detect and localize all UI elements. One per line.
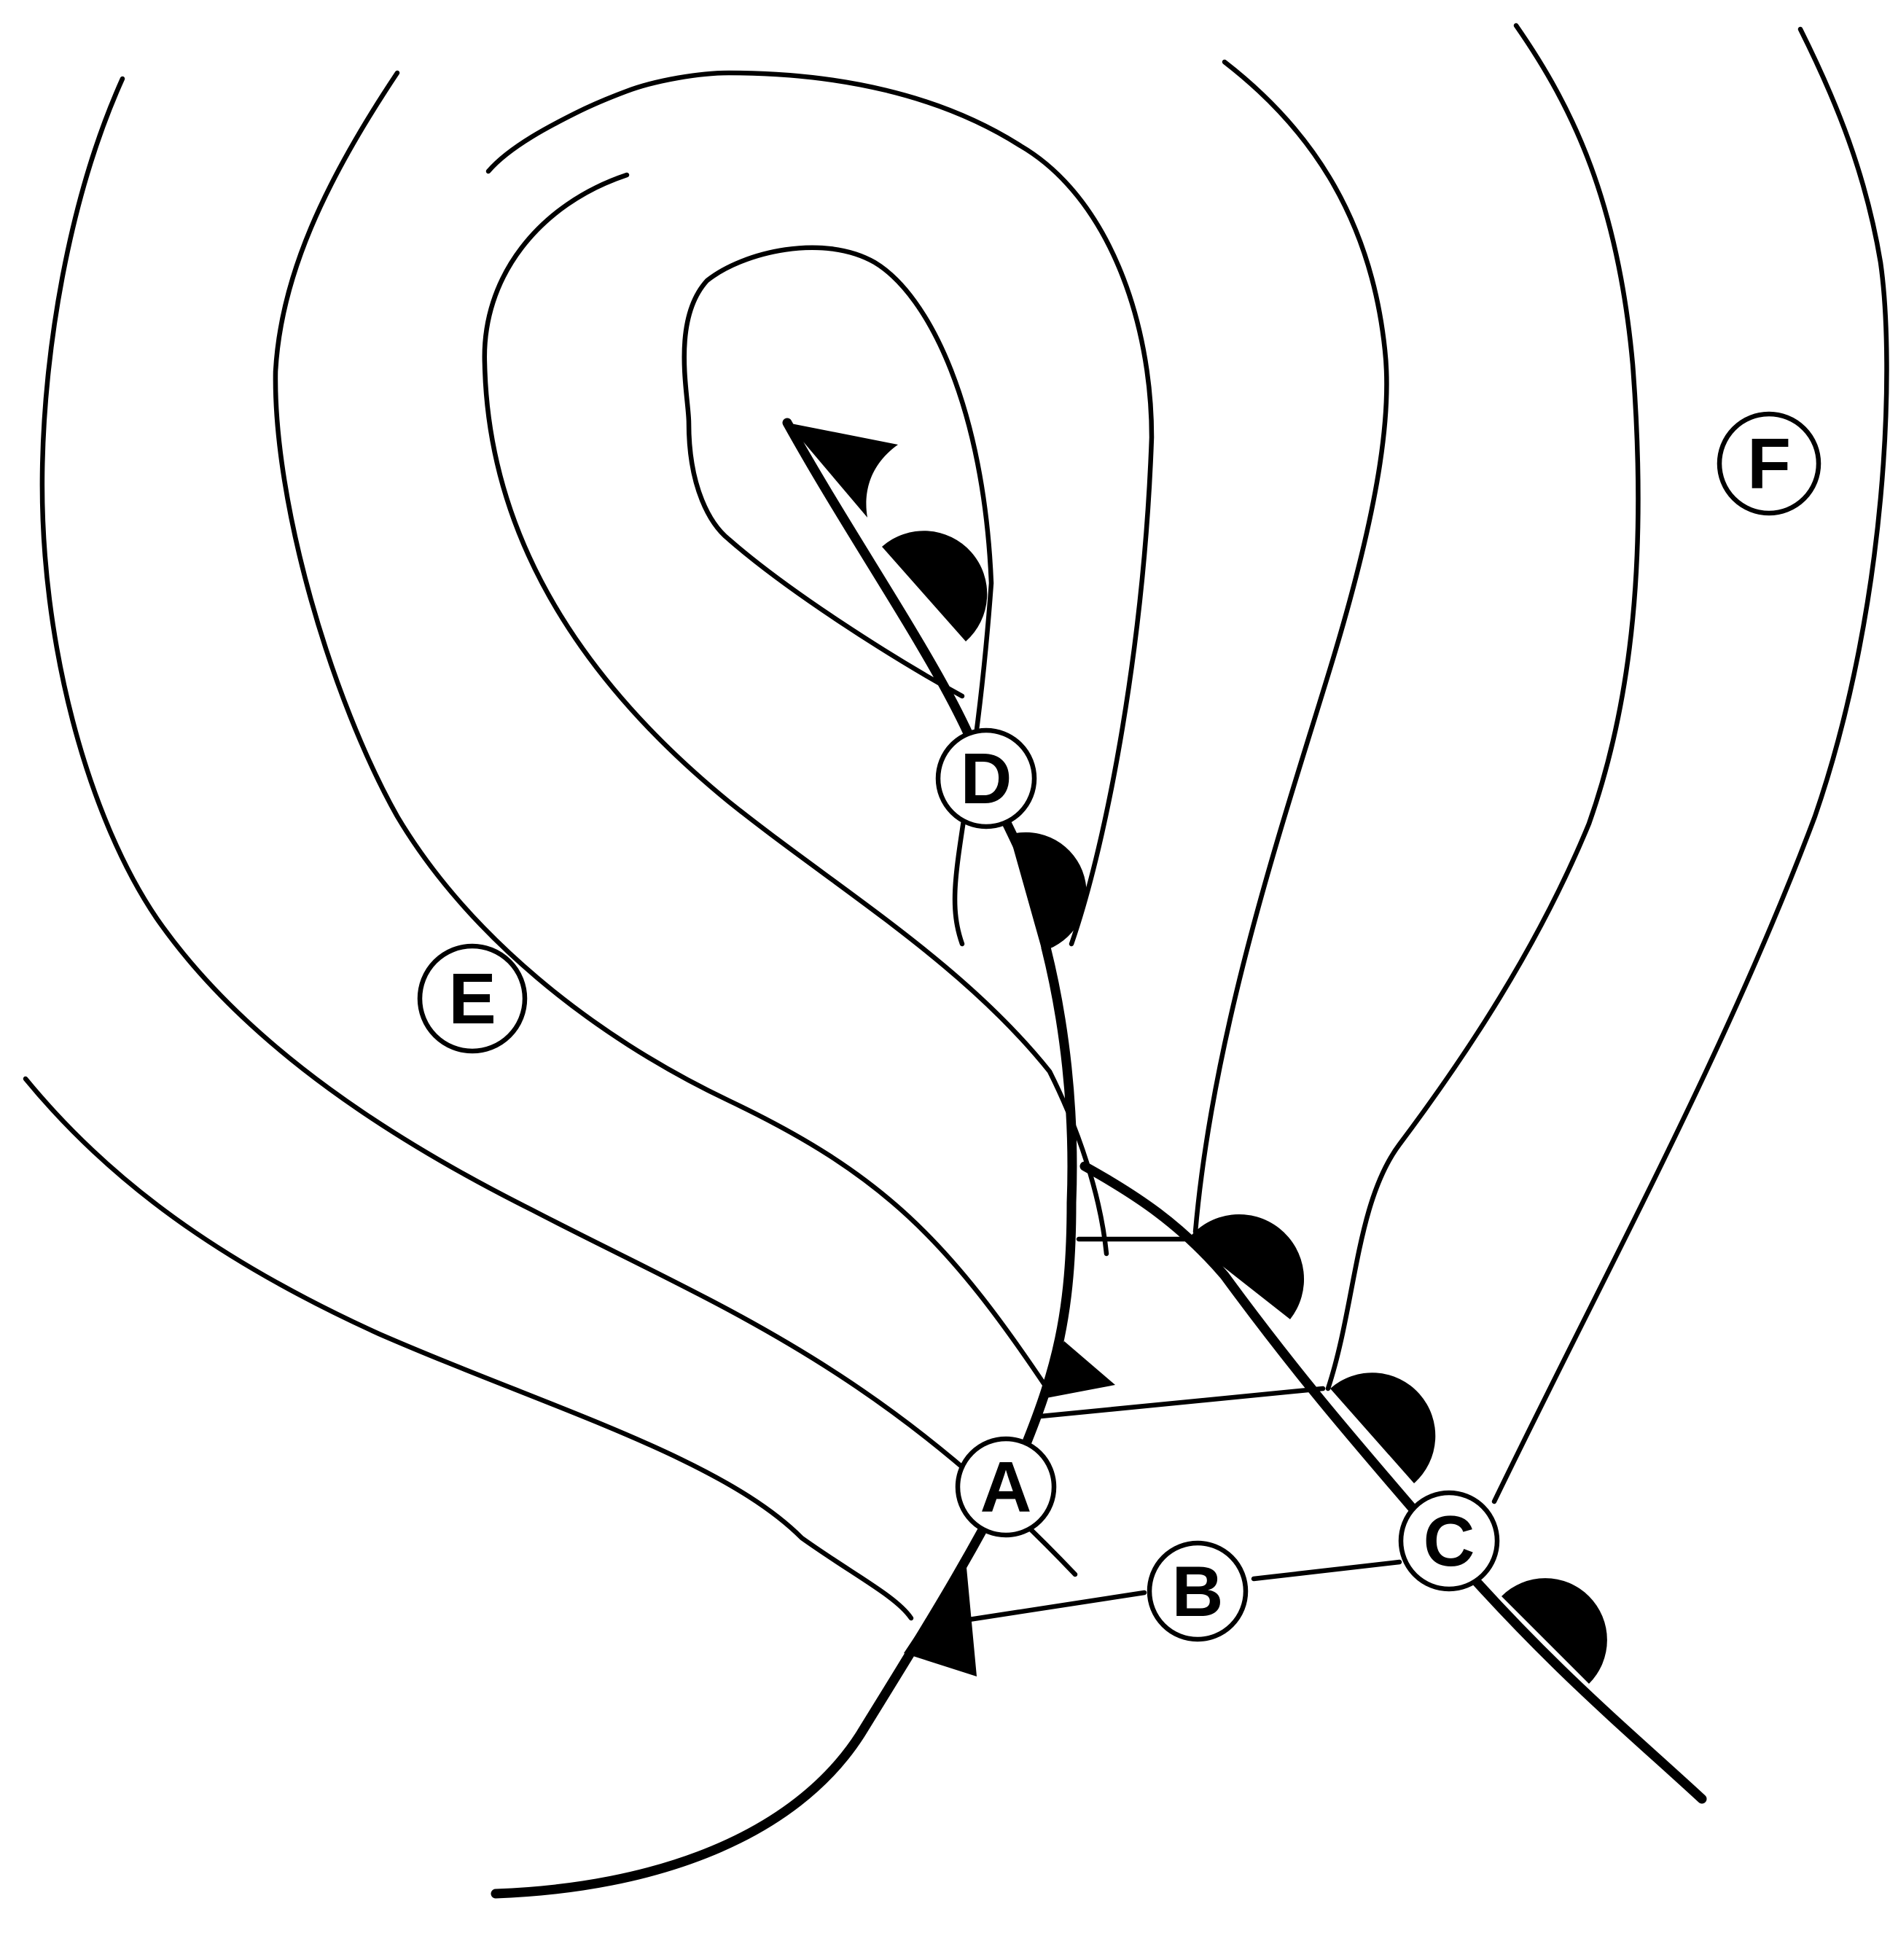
occluded-semicircle-symbol-1 — [882, 531, 988, 641]
marker-c: C — [1398, 1490, 1500, 1592]
marker-d: D — [935, 727, 1037, 829]
warm-front-semicircle-1 — [1188, 1214, 1305, 1319]
marker-e-label: E — [448, 958, 496, 1039]
occluded-semicircle-symbol-2 — [1010, 832, 1087, 951]
marker-c-label: C — [1424, 1501, 1475, 1581]
marker-a: A — [955, 1436, 1057, 1538]
cold-front-line — [491, 942, 1077, 1899]
isobar-6 — [1192, 59, 1389, 1235]
marker-e-circle — [417, 943, 528, 1054]
marker-b-circle — [1147, 1540, 1249, 1642]
warm-front-line — [1079, 1161, 1707, 1804]
marker-c-circle — [1398, 1490, 1500, 1592]
marker-e: E — [417, 943, 528, 1054]
marker-d-circle — [935, 727, 1037, 829]
isobar-1 — [39, 76, 1078, 1577]
isobars — [23, 23, 1889, 1625]
isobar-12 — [952, 1559, 1402, 1625]
isobar-4 — [682, 245, 994, 947]
cold-front-triangle-1 — [1039, 1341, 1115, 1399]
marker-b-label: B — [1172, 1551, 1224, 1631]
marker-a-label: A — [980, 1447, 1032, 1527]
isobar-9 — [23, 1076, 914, 1621]
occluded-front-line — [782, 418, 1051, 953]
isobar-7 — [1325, 23, 1641, 1391]
occluded-triangle-symbol — [787, 423, 898, 518]
front-symbols — [787, 423, 1607, 1684]
isobar-11 — [1038, 1386, 1326, 1419]
cold-front-triangle-2 — [904, 1560, 977, 1676]
isobar-2 — [273, 70, 1053, 1395]
warm-front-semicircle-3 — [1502, 1578, 1607, 1684]
fronts — [491, 418, 1707, 1899]
isobar-5 — [485, 70, 1155, 947]
marker-a-circle — [955, 1436, 1057, 1538]
marker-f-label: F — [1747, 423, 1791, 504]
marker-d-label: D — [961, 738, 1012, 819]
isobar-3 — [482, 172, 1109, 1257]
marker-f: F — [1717, 411, 1821, 516]
marker-f-circle — [1717, 411, 1821, 516]
isobar-8 — [1491, 26, 1889, 1504]
marker-b: B — [1147, 1540, 1249, 1642]
warm-front-semicircle-2 — [1330, 1373, 1436, 1483]
